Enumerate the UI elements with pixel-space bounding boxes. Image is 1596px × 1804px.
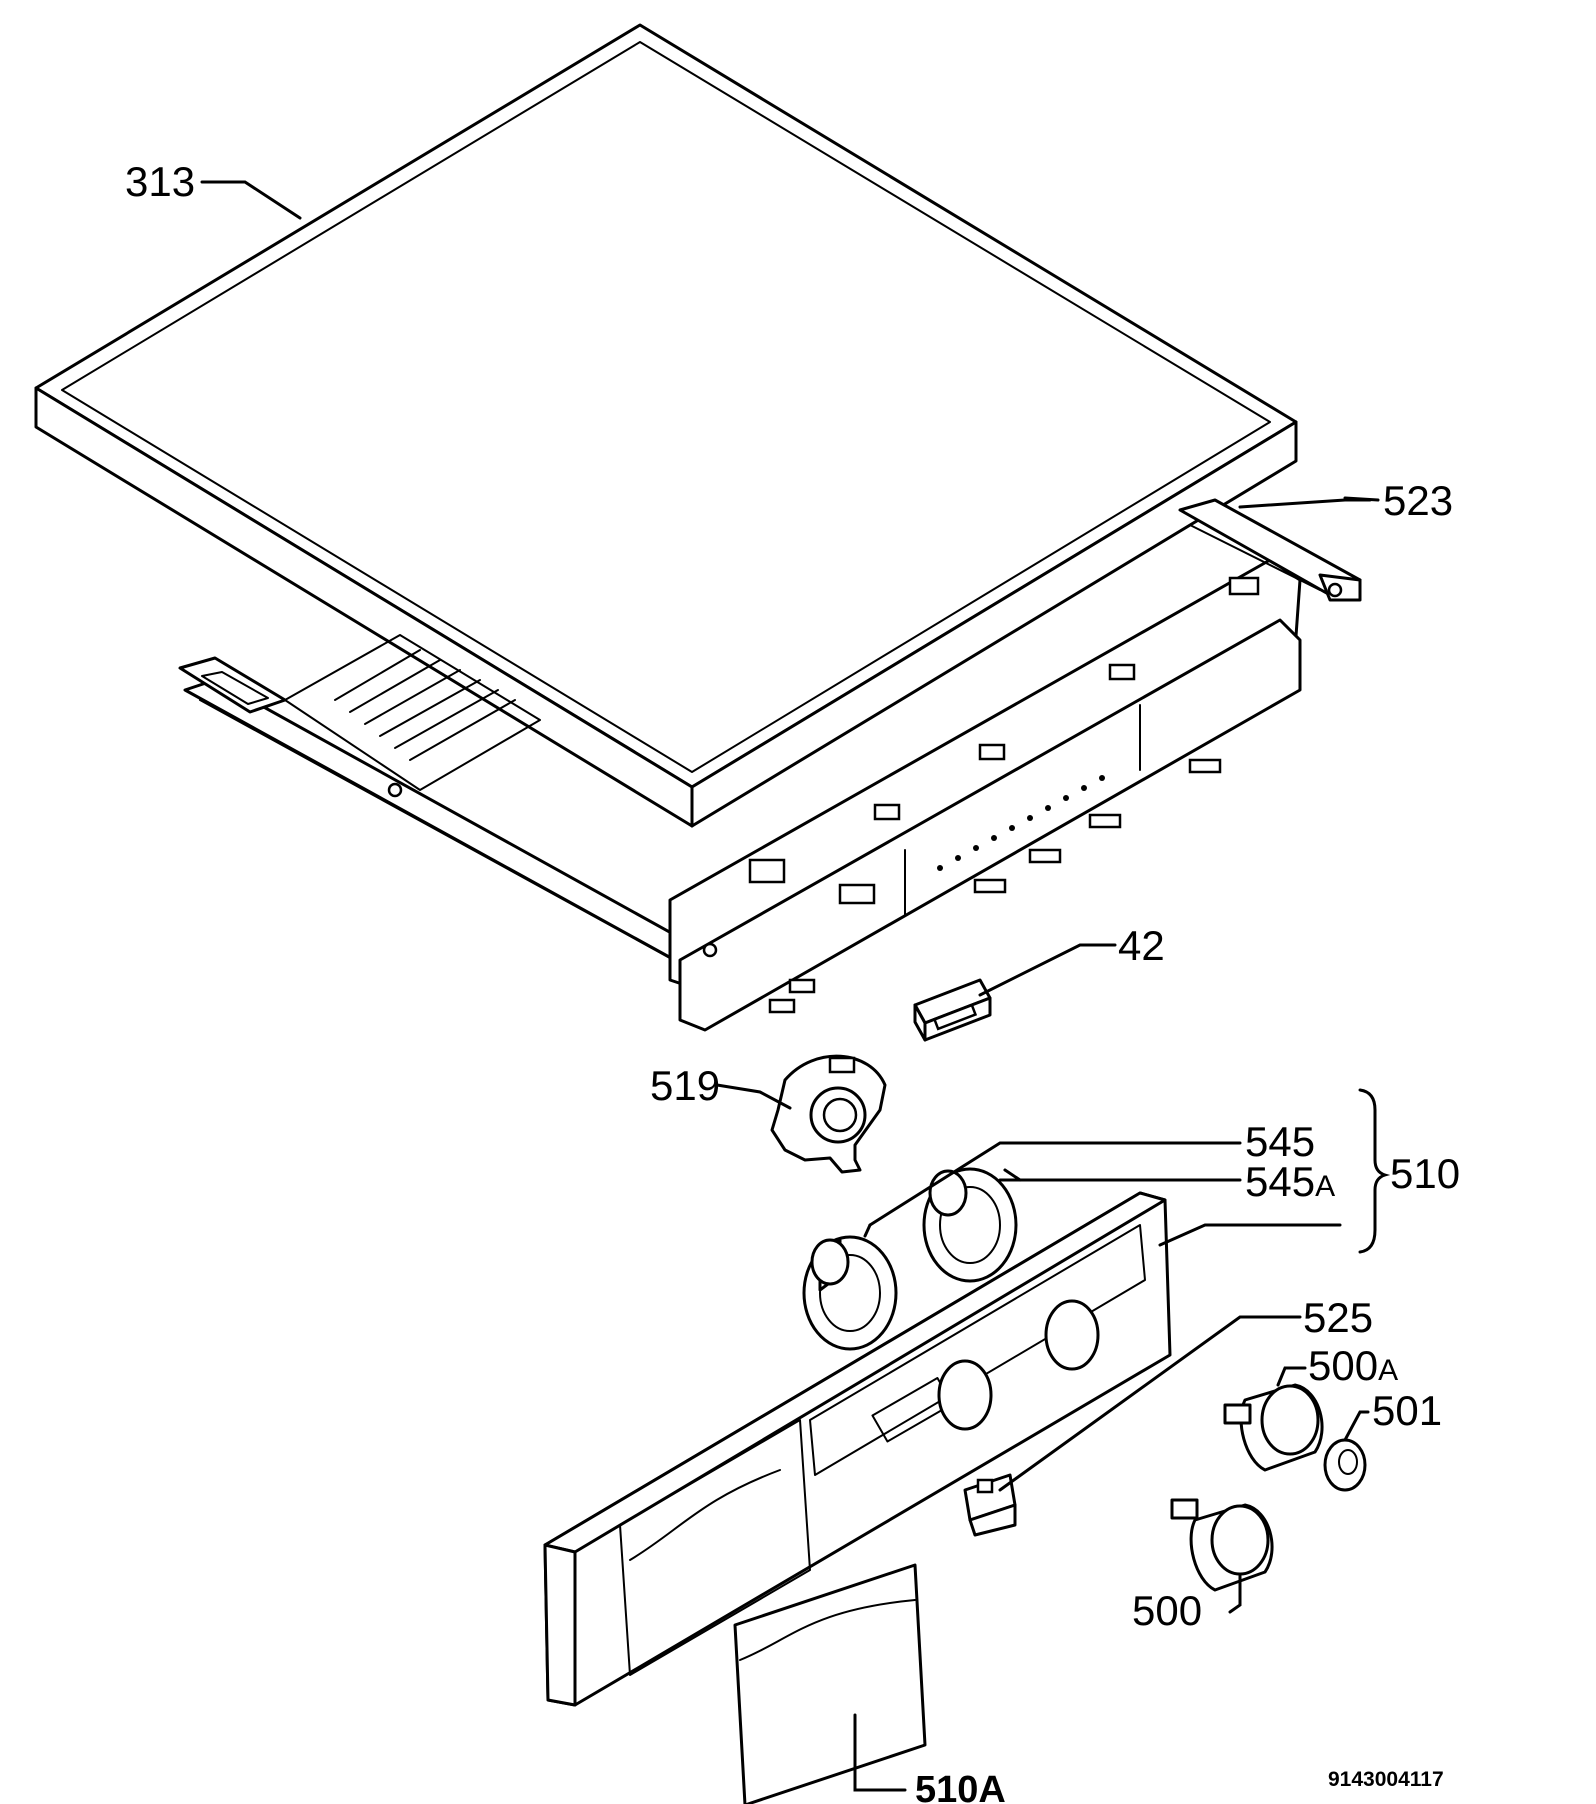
label-42: 42 [1118,922,1165,969]
label-519: 519 [650,1062,720,1109]
part-501-ring [1323,1438,1367,1492]
part-545-knob-cap [802,1235,898,1351]
leader-lines [200,180,1391,1792]
label-545a: 545A [1245,1158,1335,1205]
callout-labels: 313 523 42 519 545 545A 510 525 500A 501… [125,158,1460,1804]
part-525-indicator [963,1473,1017,1537]
label-500a: 500A [1308,1342,1398,1389]
part-313-worktop-lid [34,23,1298,828]
label-525: 525 [1303,1294,1373,1341]
part-523-control-frame [178,498,1362,1032]
part-545a-knob-cap [922,1167,1018,1283]
part-500-knob [1170,1498,1274,1592]
part-42-switch-block [913,978,992,1042]
frame-perforations [937,775,1105,871]
label-545: 545 [1245,1118,1315,1165]
document-number: 9143004117 [1328,1768,1444,1791]
label-510a: 510A [915,1769,1006,1804]
label-510: 510 [1390,1150,1460,1197]
label-500: 500 [1132,1587,1202,1634]
label-501: 501 [1372,1387,1442,1434]
label-313: 313 [125,158,195,205]
part-510a-flap [733,1563,927,1804]
part-519-selector-holder [770,1054,887,1174]
label-523: 523 [1383,477,1453,524]
part-510-control-panel [543,1191,1172,1707]
part-500a-knob [1223,1383,1324,1472]
